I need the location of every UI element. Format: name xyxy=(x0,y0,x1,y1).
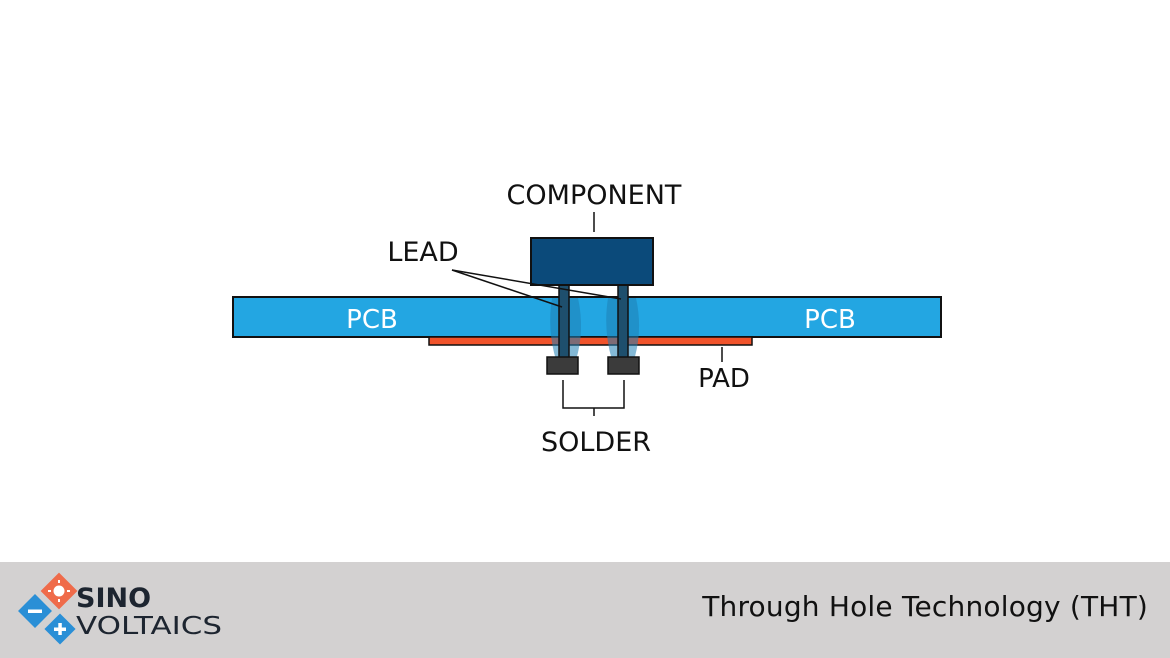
solder-bracket xyxy=(562,380,625,416)
lead-left xyxy=(558,283,570,363)
component-label: COMPONENT xyxy=(507,180,682,211)
pad-label: PAD xyxy=(698,364,750,394)
pad xyxy=(428,336,753,346)
pcb-left-label: PCB xyxy=(346,305,398,335)
caption-title: Through Hole Technology (THT) xyxy=(702,590,1148,623)
pcb-right-label: PCB xyxy=(804,305,856,335)
logo-text-sino: SINO xyxy=(76,583,151,614)
tht-diagram: COMPONENT LEAD PCB PCB PAD SOLDER xyxy=(232,180,942,458)
logo-text-voltaics: VOLTAICS xyxy=(76,611,222,640)
solder-label: SOLDER xyxy=(541,427,651,458)
lead-leader-line-left xyxy=(451,269,563,308)
component-body xyxy=(530,237,654,286)
footer-bar: SINO VOLTAICS Through Hole Technology (T… xyxy=(0,562,1170,658)
plus-icon-v xyxy=(58,623,62,635)
solder-joint-left xyxy=(546,356,579,375)
pcb-board xyxy=(232,296,942,338)
minus-icon xyxy=(28,609,42,613)
lead-right xyxy=(617,283,629,363)
solder-joint-right xyxy=(607,356,640,375)
lead-label: LEAD xyxy=(387,237,458,268)
sun-icon xyxy=(53,585,65,597)
sino-voltaics-logo: SINO VOLTAICS xyxy=(18,572,222,645)
lead-leader-line-right xyxy=(451,269,622,300)
